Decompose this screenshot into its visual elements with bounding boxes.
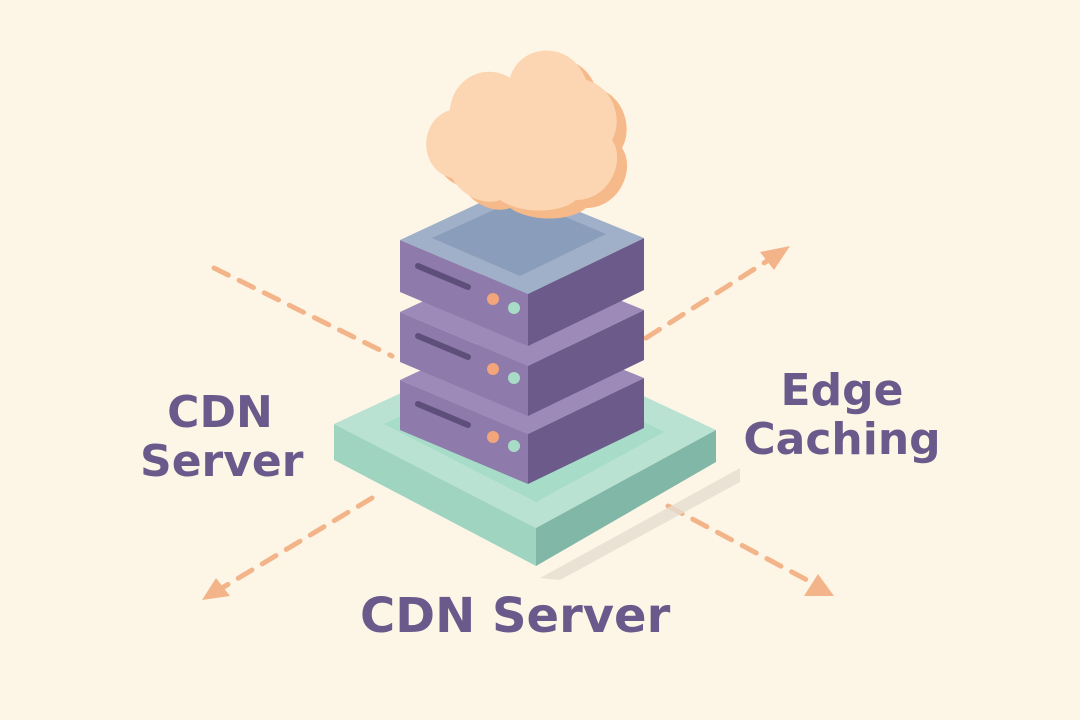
led-orange xyxy=(487,293,499,305)
arrow-lower-right xyxy=(665,503,825,591)
base-shadow xyxy=(540,468,740,580)
led-mint xyxy=(508,440,520,452)
label-cdn-server-bottom: CDN Server xyxy=(360,588,671,644)
label-left-line1: CDN xyxy=(167,387,273,438)
label-right-line1: Edge xyxy=(780,365,904,416)
server-rack-icon xyxy=(400,186,644,484)
label-edge-caching: Edge Caching xyxy=(742,366,942,465)
arrowhead-lower-right xyxy=(804,574,834,596)
led-orange xyxy=(487,431,499,443)
arrow-upper-right xyxy=(643,251,781,341)
label-right-line2: Caching xyxy=(743,414,941,466)
led-orange xyxy=(487,363,499,375)
arrow-upper-left xyxy=(211,265,395,359)
arrows xyxy=(209,251,825,597)
led-mint xyxy=(508,372,520,384)
arrow-lower-left xyxy=(209,495,375,597)
label-left-line2: Server xyxy=(140,436,304,488)
label-cdn-server-left: CDN Server xyxy=(140,387,304,488)
cloud-icon xyxy=(426,50,628,219)
server-unit-top xyxy=(400,186,644,346)
arrowhead-upper-right xyxy=(760,246,790,270)
arrowhead-lower-left xyxy=(202,578,230,600)
arrowheads xyxy=(202,246,834,600)
led-mint xyxy=(508,302,520,314)
